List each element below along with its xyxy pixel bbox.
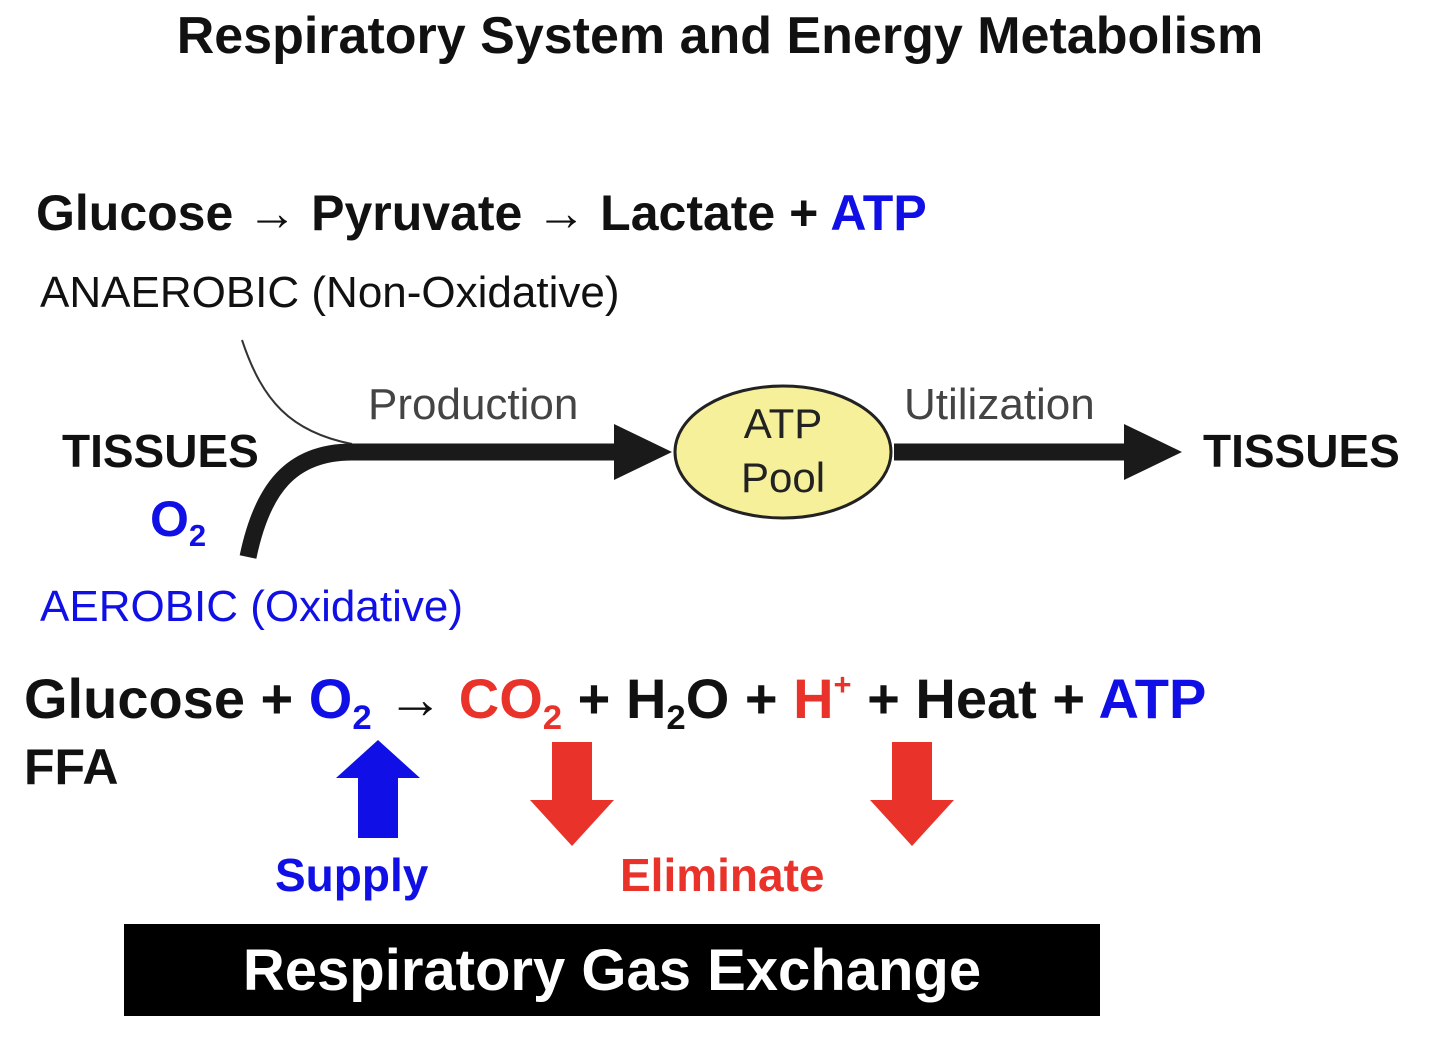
tissues-source-label: TISSUES: [62, 425, 259, 477]
page-title: Respiratory System and Energy Metabolism: [176, 7, 1264, 65]
o2-term: O2: [308, 667, 372, 738]
utilization-arrowhead: [1124, 424, 1182, 480]
oxygen-subscript: 2: [188, 517, 207, 553]
production-arrowhead: [614, 424, 672, 480]
co2-term: CO2: [458, 667, 563, 738]
pyruvate-term: Pyruvate: [311, 185, 523, 241]
oxygen-symbol: O: [150, 491, 189, 547]
eliminate-label: Eliminate: [620, 849, 825, 901]
anaerobic-connector-line: [241, 339, 353, 445]
atp-term: ATP: [830, 185, 927, 241]
h-ion-eliminate-arrow-icon: [870, 742, 954, 846]
reaction-arrow: →: [247, 185, 298, 241]
atp-pool-label-line1: ATP: [743, 400, 823, 447]
production-flow-arrow: [239, 443, 620, 559]
plus-sign: +: [577, 667, 611, 730]
banner-text: Respiratory Gas Exchange: [242, 937, 982, 1003]
glucose-term: Glucose: [36, 185, 234, 241]
h2o-term: H2O: [625, 667, 730, 738]
plus-sign: +: [1052, 667, 1086, 730]
atp-term: ATP: [1098, 667, 1207, 730]
anaerobic-equation: Glucose → Pyruvate → Lactate + ATP: [36, 184, 927, 242]
oxygen-input-label: O2: [150, 490, 206, 551]
co2-eliminate-arrow-icon: [530, 742, 614, 846]
plus-sign: +: [260, 667, 294, 730]
heat-term: Heat: [915, 667, 1037, 730]
supply-label: Supply: [275, 849, 429, 901]
supply-arrow-icon: [336, 740, 420, 838]
aerobic-equation: Glucose + O2 → CO2 + H2O + H+ + Heat + A…: [24, 666, 1207, 738]
plus-sign: +: [867, 667, 900, 730]
h-ion-term: H+: [793, 666, 852, 730]
reaction-arrow: →: [536, 185, 587, 241]
ffa-label: FFA: [24, 739, 119, 795]
tissues-target-label: TISSUES: [1203, 425, 1400, 477]
production-label: Production: [368, 380, 579, 429]
aerobic-label: AEROBIC (Oxidative): [40, 582, 463, 631]
glucose-term: Glucose: [24, 667, 245, 730]
lactate-term: Lactate: [600, 185, 776, 241]
plus-sign: +: [789, 185, 819, 241]
plus-sign: +: [744, 667, 778, 730]
respiratory-gas-exchange-banner: Respiratory Gas Exchange: [124, 924, 1100, 1016]
utilization-label: Utilization: [904, 380, 1095, 429]
reaction-arrow: →: [387, 667, 444, 730]
anaerobic-label: ANAEROBIC (Non-Oxidative): [40, 268, 620, 317]
atp-pool-ellipse: [673, 384, 893, 520]
atp-pool-label-line2: Pool: [740, 454, 826, 501]
